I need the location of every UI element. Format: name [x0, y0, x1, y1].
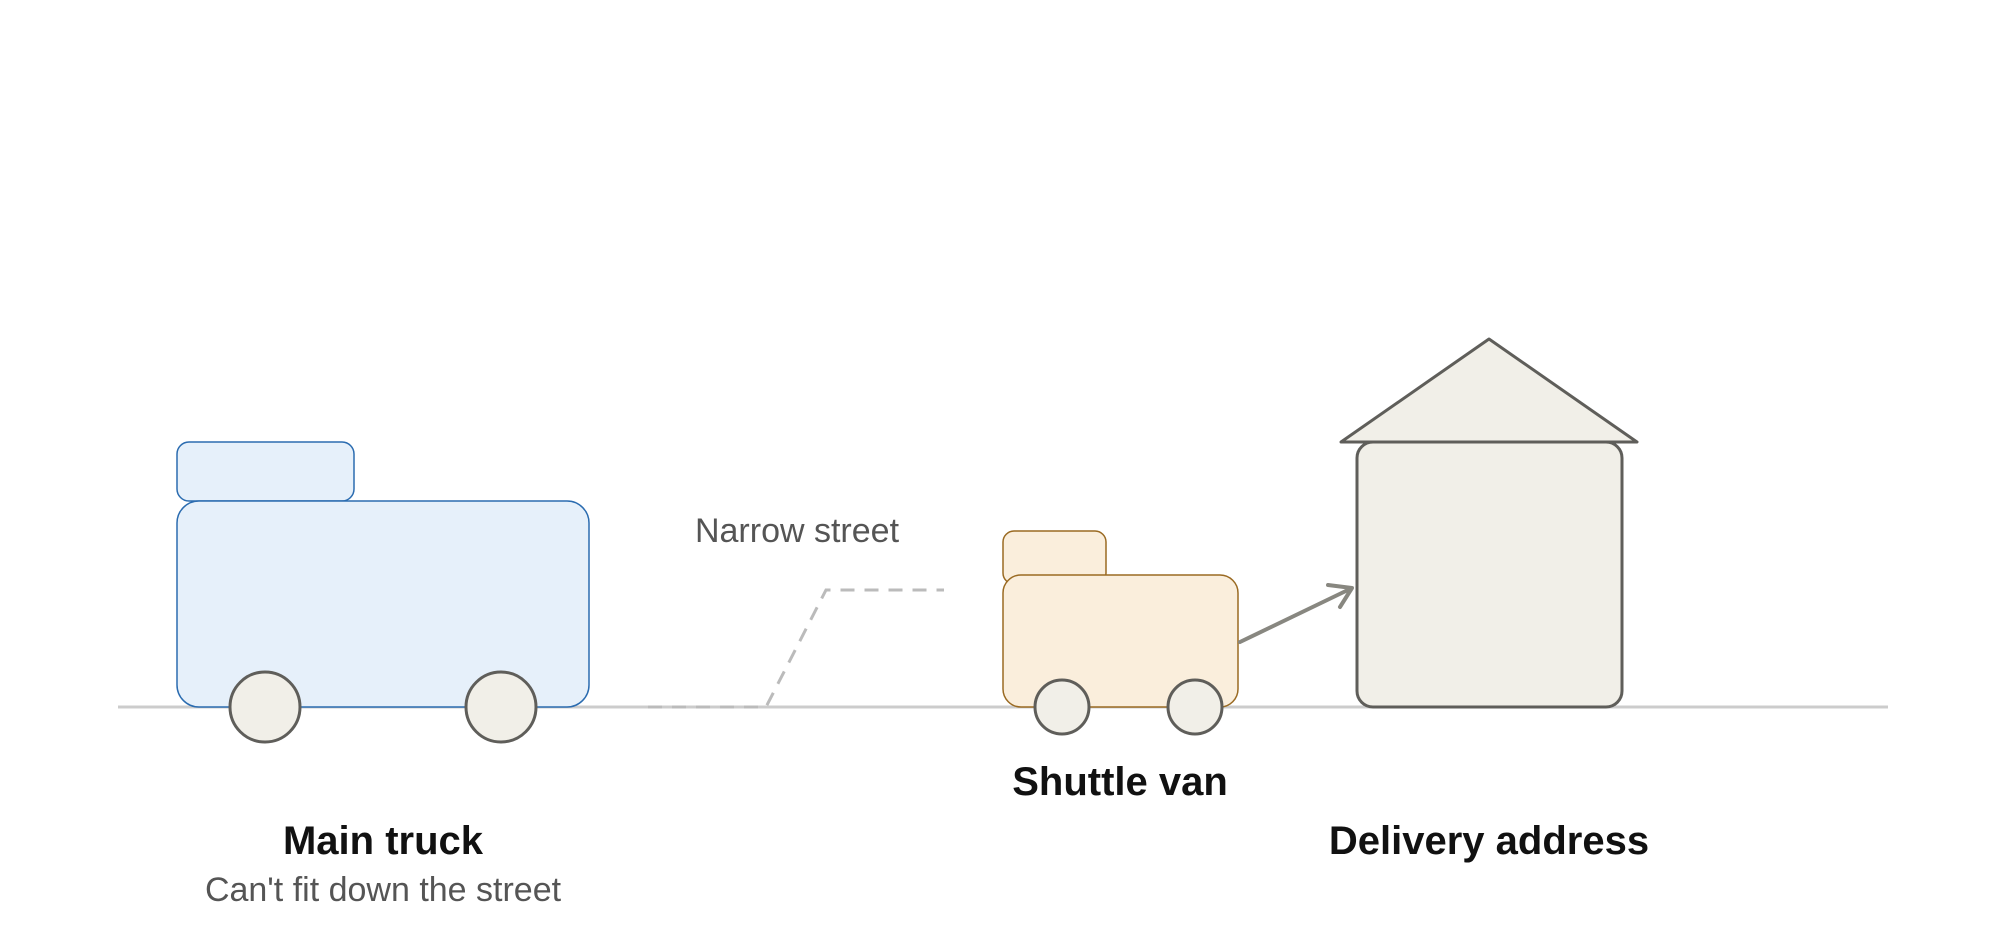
shuttle-van — [1002, 530, 1239, 736]
house — [1339, 337, 1639, 709]
narrow-street-path — [648, 588, 944, 709]
arrow-shaft — [1238, 587, 1352, 644]
truck-body — [176, 500, 590, 708]
main-truck — [176, 441, 590, 744]
truck-wheel-front — [464, 670, 538, 744]
van-wheel-rear — [1033, 678, 1091, 736]
van-title: Shuttle van — [1012, 760, 1228, 804]
truck-title: Main truck — [283, 819, 484, 863]
house-title: Delivery address — [1329, 819, 1649, 863]
truck-cab — [176, 441, 355, 502]
truck-subtitle: Can't fit down the street — [205, 871, 562, 909]
narrow-street-label: Narrow street — [695, 512, 900, 550]
arrow-head-icon — [1326, 583, 1354, 609]
house-body — [1355, 440, 1624, 709]
truck-wheel-rear — [228, 670, 302, 744]
delivery-arrow — [1238, 583, 1354, 644]
van-wheel-front — [1166, 678, 1224, 736]
van-body — [1002, 574, 1239, 708]
house-roof — [1339, 337, 1639, 444]
